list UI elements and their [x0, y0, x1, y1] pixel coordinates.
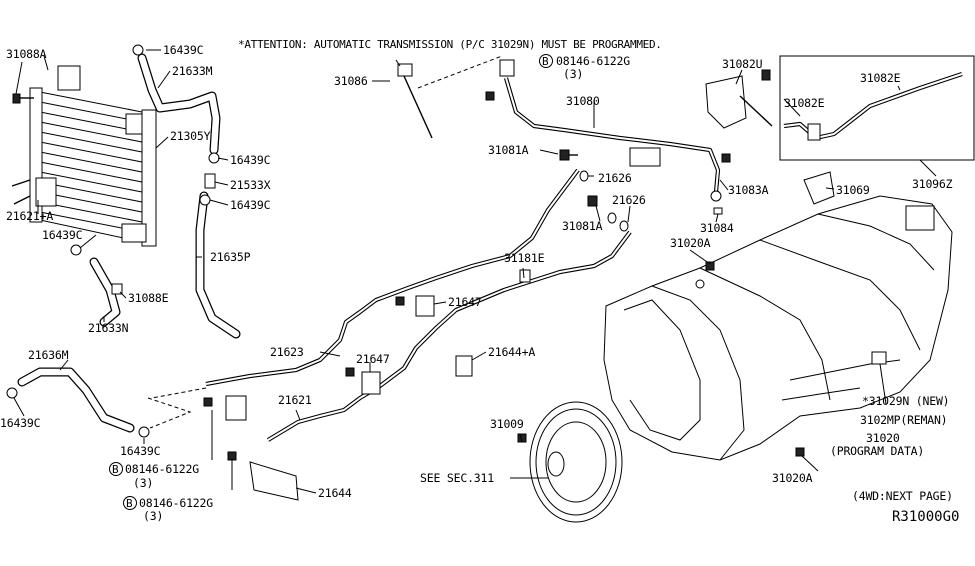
label-21626-top: 21626 — [598, 171, 632, 185]
part-labels: *ATTENTION: AUTOMATIC TRANSMISSION (P/C … — [0, 38, 959, 525]
label-31082U: 31082U — [722, 57, 763, 71]
attention-note: *ATTENTION: AUTOMATIC TRANSMISSION (P/C … — [238, 38, 662, 51]
label-31181E: 31181E — [504, 251, 545, 265]
b-marker-1: B — [112, 463, 119, 476]
label-31069: 31069 — [836, 183, 870, 197]
label-16439C-mid2: 16439C — [230, 198, 271, 212]
label-31020A-bottom: 31020A — [772, 471, 813, 485]
label-21644A: 21644+A — [488, 345, 535, 359]
label-31088E: 31088E — [128, 291, 169, 305]
torque-converter-drawing — [517, 401, 623, 523]
label-16439C-bottom-left: 16439C — [0, 416, 41, 430]
label-31081A-bottom: 31081A — [562, 219, 603, 233]
leader-lines — [13, 49, 937, 494]
label-21305Y: 21305Y — [170, 129, 211, 143]
bracket-31082U-drawing — [705, 69, 773, 129]
label-21633M: 21633M — [172, 64, 213, 78]
bolt-callout-markers: B B B — [109, 54, 553, 510]
label-bolt-qty-1: (3) — [133, 476, 153, 490]
label-21633N: 21633N — [88, 321, 129, 335]
label-31082E-top: 31082E — [860, 71, 901, 85]
label-16439C-bottom: 16439C — [120, 444, 161, 458]
label-21647-top: 21647 — [448, 295, 482, 309]
tube-clips-drawing — [203, 269, 531, 501]
cooler-hoses-drawing — [17, 53, 241, 433]
label-16439C-top: 16439C — [163, 43, 204, 57]
label-31020: 31020 — [866, 431, 900, 445]
label-31096Z: 31096Z — [912, 177, 953, 191]
label-3102MP: 3102MP(REMAN) — [860, 413, 947, 427]
label-31084: 31084 — [700, 221, 734, 235]
label-bolt-code-2: 08146-6122G — [139, 496, 213, 510]
label-31082E-left: 31082E — [784, 96, 825, 110]
b-marker-2: B — [126, 497, 133, 510]
label-bolt-qty-top: (3) — [563, 67, 583, 81]
label-16439C-left: 16439C — [42, 228, 83, 242]
oil-cooler-drawing — [11, 65, 157, 247]
label-21533X: 21533X — [230, 178, 271, 192]
inset-box-31096Z — [779, 55, 975, 161]
dipstick-31086-drawing — [395, 59, 433, 139]
label-21635P: 21635P — [210, 250, 251, 264]
label-21626-bottom: 21626 — [612, 193, 646, 207]
label-bolt-code-top: 08146-6122G — [556, 54, 630, 68]
diagram-code: R31000G0 — [892, 509, 959, 525]
label-31086: 31086 — [334, 74, 368, 88]
banjo-bolts-drawing — [559, 149, 629, 232]
bracket-31069-drawing — [803, 171, 835, 205]
label-16439C-mid: 16439C — [230, 153, 271, 167]
label-31080: 31080 — [566, 94, 600, 108]
label-21621A: 21621+A — [6, 209, 53, 223]
label-21623: 21623 — [270, 345, 304, 359]
label-next-page: (4WD:NEXT PAGE) — [852, 489, 953, 503]
b-marker-3: B — [542, 55, 549, 68]
label-31029N: *31029N (NEW) — [862, 394, 949, 408]
label-21636M: 21636M — [28, 348, 69, 362]
label-21644: 21644 — [318, 486, 352, 500]
label-bolt-code-1: 08146-6122G — [125, 462, 199, 476]
label-see-sec-311: SEE SEC.311 — [420, 471, 494, 485]
cooler-tube-31080-drawing — [485, 59, 731, 215]
label-31083A: 31083A — [728, 183, 769, 197]
label-21647-bottom: 21647 — [356, 352, 390, 366]
label-bolt-qty-2: (3) — [143, 509, 163, 523]
transmission-drawing — [603, 195, 953, 461]
label-31020A-top: 31020A — [670, 236, 711, 250]
label-21621: 21621 — [278, 393, 312, 407]
label-31088A: 31088A — [6, 47, 47, 61]
label-program-data: (PROGRAM DATA) — [830, 444, 924, 458]
label-31081A-top: 31081A — [488, 143, 529, 157]
transmission-tubes-drawing — [205, 168, 632, 442]
label-31009: 31009 — [490, 417, 524, 431]
